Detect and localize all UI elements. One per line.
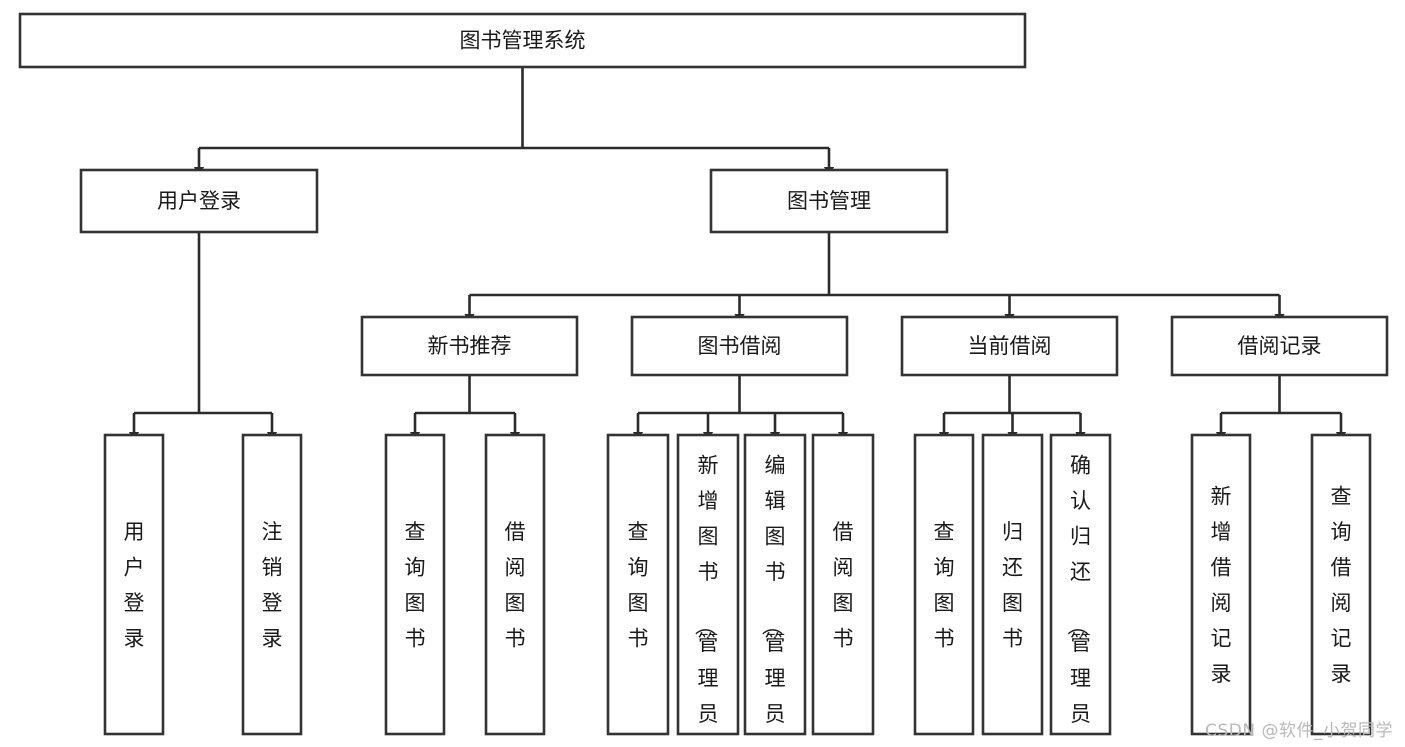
node-leaf-br-edit[interactable]: 编辑图书（管理员） [743,433,807,747]
node-login[interactable]: 用户登录 [79,168,319,234]
node-box-leaf-br-edit [743,433,807,736]
node-label-leaf-br-lend: 借阅图书 [833,520,854,651]
connector-group-newbook [409,375,521,441]
connector-group-login [128,232,278,441]
node-leaf-br-add[interactable]: 新增图书（管理员） [676,433,740,747]
node-label-leaf-br-query: 查询图书 [628,520,649,651]
node-label-leaf-rec-query: 查询借阅记录 [1331,485,1352,687]
connector-group-current [938,375,1086,441]
node-box-leaf-user-login [103,433,165,736]
node-label-leaf-rec-add: 新增借阅记录 [1211,485,1232,687]
node-box-login [79,168,319,234]
node-box-current [900,315,1119,377]
node-box-leaf-rec-add [1190,433,1252,736]
node-leaf-user-logout[interactable]: 注销登录 [241,433,303,736]
node-bookmgmt[interactable]: 图书管理 [709,168,949,234]
node-box-leaf-br-query [606,433,670,736]
node-layer: 图书管理系统用户登录图书管理新书推荐图书借阅当前借阅借阅记录用户登录注销登录查询… [18,12,1389,747]
connector-group-root [193,67,835,176]
node-label-bookmgmt: 图书管理 [787,189,871,213]
node-label-leaf-nb-query: 查询图书 [405,520,426,651]
node-label-leaf-cur-return: 归还图书 [1002,520,1023,651]
node-box-leaf-cur-return [981,433,1044,736]
node-label-leaf-br-add: 新增图书（管理员） [693,454,719,747]
node-leaf-nb-query[interactable]: 查询图书 [384,433,446,736]
node-leaf-cur-query[interactable]: 查询图书 [913,433,975,736]
node-box-leaf-nb-borrow [484,433,546,736]
node-leaf-br-lend[interactable]: 借阅图书 [811,433,875,736]
connector-group-records [1215,375,1347,441]
node-leaf-cur-return[interactable]: 归还图书 [981,433,1044,736]
node-label-leaf-cur-confirm: 确认归还（管理员） [1065,454,1091,747]
node-box-newbook [360,315,579,377]
node-leaf-nb-borrow[interactable]: 借阅图书 [484,433,546,736]
node-leaf-rec-add[interactable]: 新增借阅记录 [1190,433,1252,736]
node-box-bookmgmt [709,168,949,234]
node-label-leaf-nb-borrow: 借阅图书 [505,520,526,651]
node-box-leaf-br-lend [811,433,875,736]
connector-group-borrow [632,375,849,441]
connector-layer [128,67,1347,441]
node-box-leaf-br-add [676,433,740,736]
node-label-newbook: 新书推荐 [428,334,512,358]
node-newbook[interactable]: 新书推荐 [360,315,579,377]
node-label-leaf-user-logout: 注销登录 [262,520,283,651]
node-box-leaf-cur-confirm [1049,433,1112,736]
node-label-records: 借阅记录 [1238,334,1322,358]
connector-group-bookmgmt [464,232,1285,323]
node-leaf-br-query[interactable]: 查询图书 [606,433,670,736]
node-records[interactable]: 借阅记录 [1170,315,1389,377]
node-box-borrow [630,315,849,377]
node-label-login: 用户登录 [157,189,241,213]
node-leaf-cur-confirm[interactable]: 确认归还（管理员） [1049,433,1112,747]
node-label-borrow: 图书借阅 [698,334,782,358]
node-leaf-rec-query[interactable]: 查询借阅记录 [1310,433,1372,736]
node-leaf-user-login[interactable]: 用户登录 [103,433,165,736]
node-box-leaf-rec-query [1310,433,1372,736]
node-box-records [1170,315,1389,377]
node-box-leaf-user-logout [241,433,303,736]
node-current[interactable]: 当前借阅 [900,315,1119,377]
node-box-root [18,12,1027,69]
node-borrow[interactable]: 图书借阅 [630,315,849,377]
node-label-current: 当前借阅 [968,334,1052,358]
node-box-leaf-cur-query [913,433,975,736]
node-label-leaf-user-login: 用户登录 [124,520,145,651]
node-label-leaf-br-edit: 编辑图书（管理员） [760,454,786,747]
node-label-leaf-cur-query: 查询图书 [934,520,955,651]
node-label-root: 图书管理系统 [460,29,586,53]
node-box-leaf-nb-query [384,433,446,736]
node-root[interactable]: 图书管理系统 [18,12,1027,69]
